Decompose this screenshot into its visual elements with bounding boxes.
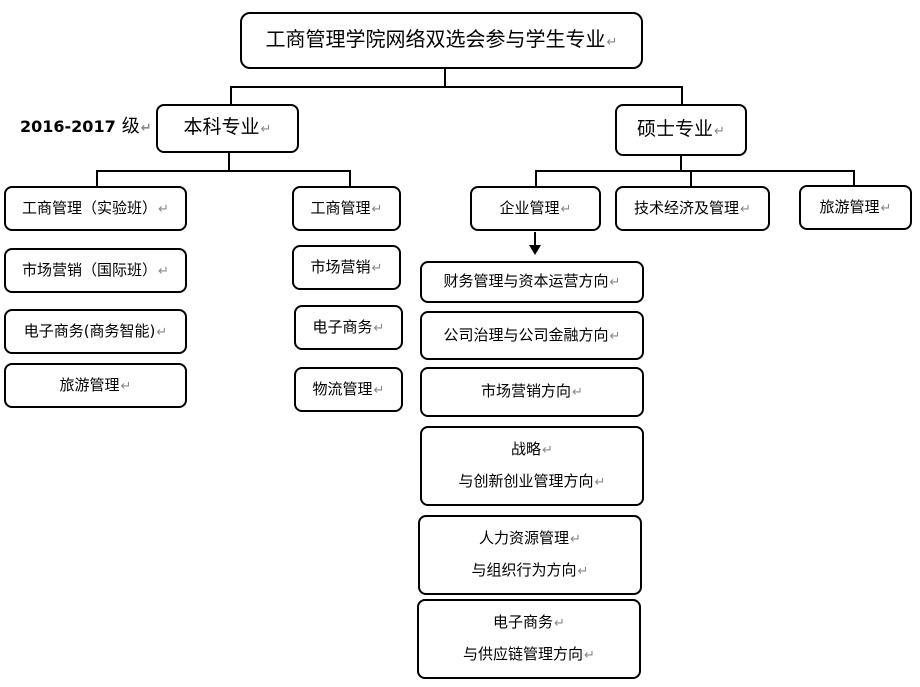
master-category-box: 旅游管理↵ — [799, 185, 912, 230]
arrow-down-icon — [529, 232, 541, 255]
undergrad-major-box: 工商管理（实验班）↵ — [4, 186, 187, 231]
undergrad-major-box: 电子商务(商务智能)↵ — [4, 309, 187, 354]
connector — [228, 151, 230, 171]
connector — [690, 170, 692, 187]
connector — [853, 170, 855, 186]
grade-year: 2016-2017 — [20, 117, 116, 136]
master-direction-box: 公司治理与公司金融方向↵ — [420, 311, 644, 360]
undergrad-major-box: 旅游管理↵ — [4, 363, 187, 408]
diagram-title: 工商管理学院网络双选会参与学生专业↵ — [240, 12, 643, 69]
connector — [349, 170, 351, 186]
undergrad-major-box: 电子商务↵ — [294, 305, 403, 350]
connector — [444, 67, 446, 87]
connector — [680, 155, 682, 171]
undergrad-major-box: 物流管理↵ — [294, 367, 403, 412]
master-direction-box: 电子商务↵ 与供应链管理方向↵ — [417, 599, 641, 679]
connector — [230, 86, 232, 104]
undergrad-label: 本科专业 — [183, 116, 260, 138]
undergrad-major-box: 市场营销（国际班）↵ — [4, 248, 187, 293]
master-category-box: 技术经济及管理↵ — [615, 186, 770, 231]
connector — [230, 86, 683, 88]
undergrad-major-box: 工商管理↵ — [292, 186, 401, 231]
master-label: 硕士专业 — [637, 117, 714, 140]
undergrad-node: 本科专业↵ — [156, 104, 299, 153]
connector — [96, 170, 98, 186]
grade-suffix: 级 — [121, 116, 140, 137]
master-direction-box: 人力资源管理↵ 与组织行为方向↵ — [418, 515, 642, 595]
master-direction-box: 市场营销方向↵ — [420, 367, 644, 417]
connector — [681, 86, 683, 104]
undergrad-major-box: 市场营销↵ — [292, 245, 401, 290]
connector — [96, 170, 351, 172]
connector — [535, 170, 537, 187]
title-text: 工商管理学院网络双选会参与学生专业 — [265, 26, 606, 51]
connector — [535, 170, 855, 172]
master-node: 硕士专业↵ — [615, 104, 747, 156]
master-direction-box: 财务管理与资本运营方向↵ — [420, 261, 644, 303]
master-direction-box: 战略↵ 与创新创业管理方向↵ — [420, 426, 644, 506]
master-category-box: 企业管理↵ — [470, 186, 601, 231]
